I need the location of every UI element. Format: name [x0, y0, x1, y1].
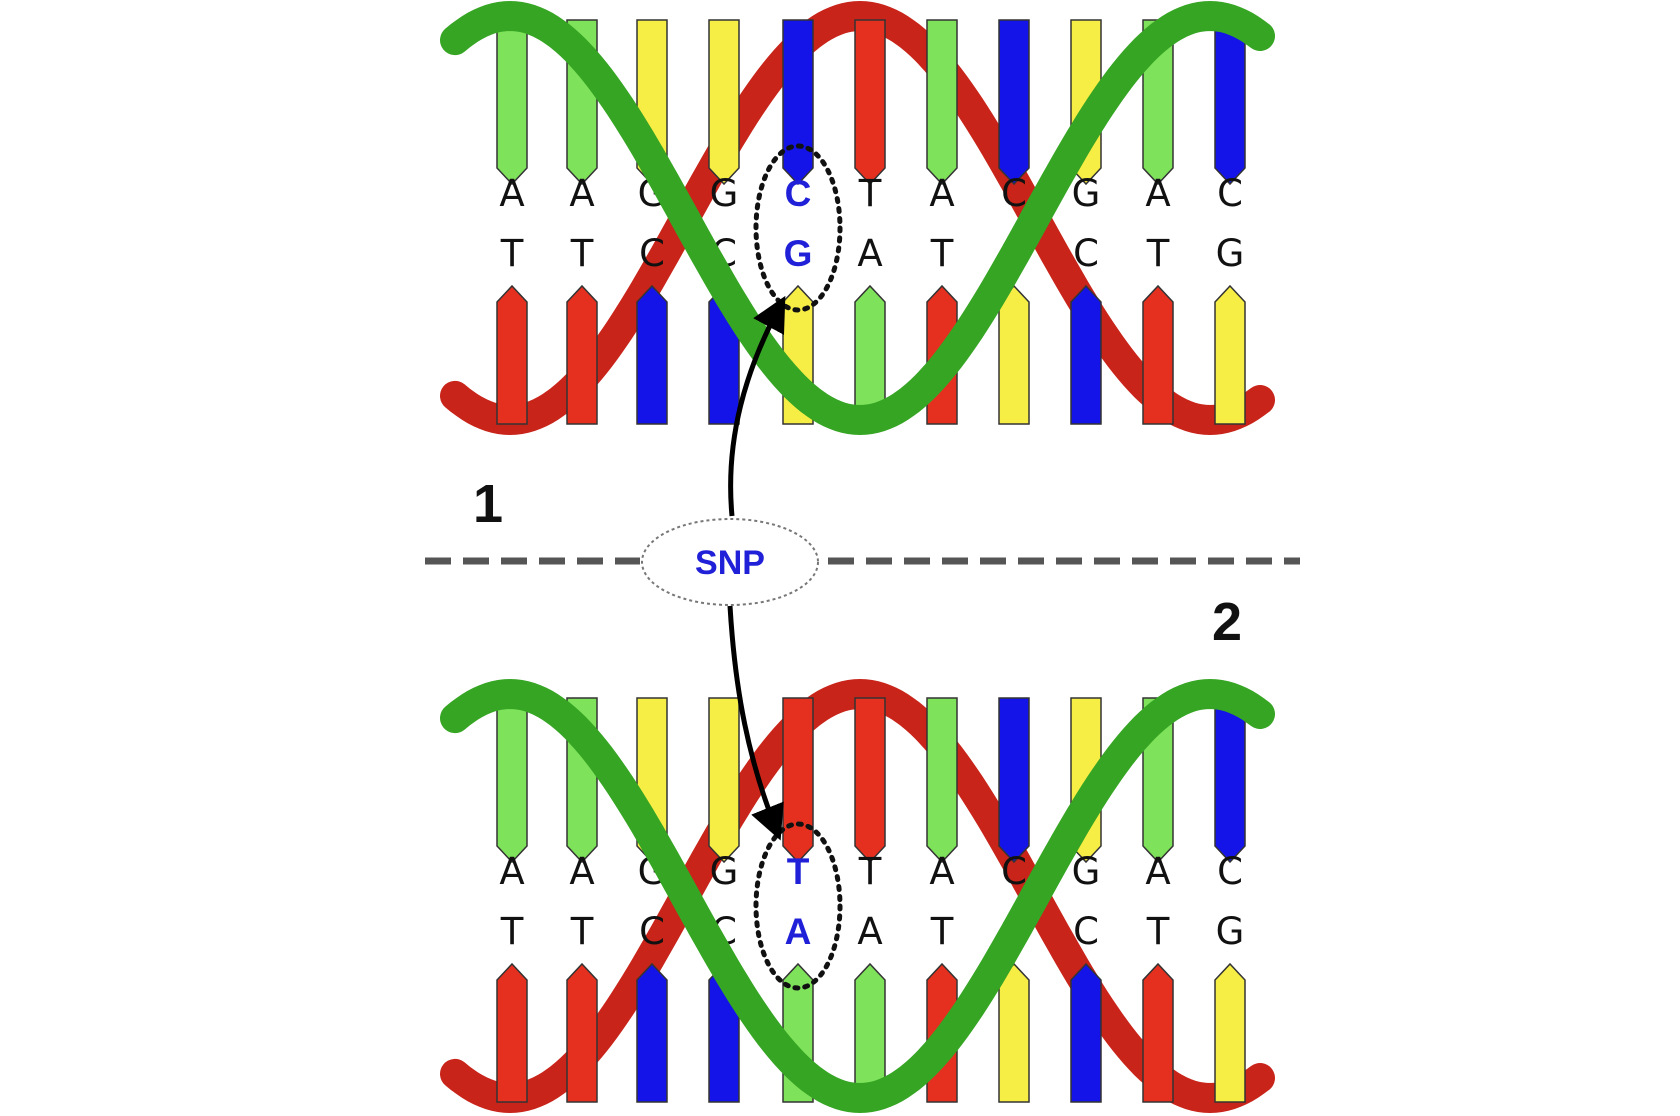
- base-bar-top: [927, 20, 957, 184]
- base-bar-bottom: [1071, 286, 1101, 424]
- base-letter-top: C: [1217, 850, 1243, 893]
- base-letter-top: G: [1072, 850, 1101, 893]
- base-letter-bottom: A: [857, 232, 882, 275]
- base-letter-bottom: C: [1073, 232, 1099, 275]
- base-bar-bottom: [1215, 964, 1245, 1102]
- base-letter-bottom: T: [1146, 232, 1170, 275]
- base-bar-top: [497, 20, 527, 184]
- base-bar-bottom: [497, 286, 527, 424]
- base-letter-top: C: [1217, 172, 1243, 215]
- base-letter-bottom: C: [639, 232, 665, 275]
- base-letter-top: G: [1072, 172, 1101, 215]
- base-letter-bottom: T: [570, 232, 594, 275]
- base-letter-top: A: [1145, 172, 1170, 215]
- panel-number-2: 2: [1212, 592, 1242, 652]
- base-letter-top: A: [929, 850, 954, 893]
- base-bar-top: [497, 698, 527, 862]
- base-letter-bottom: T: [500, 910, 524, 953]
- base-bar-top: [783, 698, 813, 862]
- base-bar-top: [709, 698, 739, 862]
- snp-label: SNP: [695, 544, 765, 582]
- base-letter-top: A: [929, 172, 954, 215]
- base-bar-bottom: [999, 286, 1029, 424]
- base-bar-top: [927, 698, 957, 862]
- base-bar-top: [855, 20, 885, 184]
- base-letter-bottom: T: [500, 232, 524, 275]
- base-bar-bottom: [1143, 286, 1173, 424]
- base-bar-top: [855, 698, 885, 862]
- base-letter-bottom: A: [857, 910, 882, 953]
- base-letter-top: G: [710, 850, 739, 893]
- base-letter-top: T: [858, 850, 882, 893]
- base-letter-top: A: [499, 850, 524, 893]
- base-bar-bottom: [1071, 964, 1101, 1102]
- base-bar-top: [1215, 20, 1245, 184]
- base-letter-bottom: T: [930, 232, 954, 275]
- base-bar-top: [999, 20, 1029, 184]
- base-bar-top: [709, 20, 739, 184]
- base-bar-bottom: [1143, 964, 1173, 1102]
- base-letter-bottom: T: [570, 910, 594, 953]
- base-letter-top: T: [858, 172, 882, 215]
- base-bar-top: [999, 698, 1029, 862]
- base-letter-top: C: [785, 173, 812, 214]
- base-letter-top: A: [569, 850, 594, 893]
- base-bar-top: [783, 20, 813, 184]
- base-bar-top: [1215, 698, 1245, 862]
- base-letter-top: A: [1145, 850, 1170, 893]
- base-letter-bottom: T: [930, 910, 954, 953]
- base-letter-bottom: T: [1146, 910, 1170, 953]
- base-letter-top: A: [499, 172, 524, 215]
- base-bar-bottom: [637, 286, 667, 424]
- base-letter-bottom: C: [639, 910, 665, 953]
- panel-number-1: 1: [473, 474, 503, 534]
- base-letter-top: T: [787, 851, 810, 892]
- base-letter-top: C: [1001, 850, 1027, 893]
- base-bar-bottom: [567, 286, 597, 424]
- base-letter-bottom: A: [785, 911, 812, 952]
- snp-label-badge: SNP: [642, 519, 818, 605]
- base-bar-bottom: [567, 964, 597, 1102]
- base-letter-bottom: G: [784, 233, 813, 274]
- base-bar-bottom: [637, 964, 667, 1102]
- base-letter-top: G: [710, 172, 739, 215]
- base-letter-bottom: C: [1073, 910, 1099, 953]
- base-letter-bottom: G: [1216, 232, 1245, 275]
- base-letter-top: C: [1001, 172, 1027, 215]
- base-bar-bottom: [1215, 286, 1245, 424]
- base-bar-bottom: [999, 964, 1029, 1102]
- base-letter-bottom: G: [1216, 910, 1245, 953]
- base-letter-top: A: [569, 172, 594, 215]
- base-bar-bottom: [497, 964, 527, 1102]
